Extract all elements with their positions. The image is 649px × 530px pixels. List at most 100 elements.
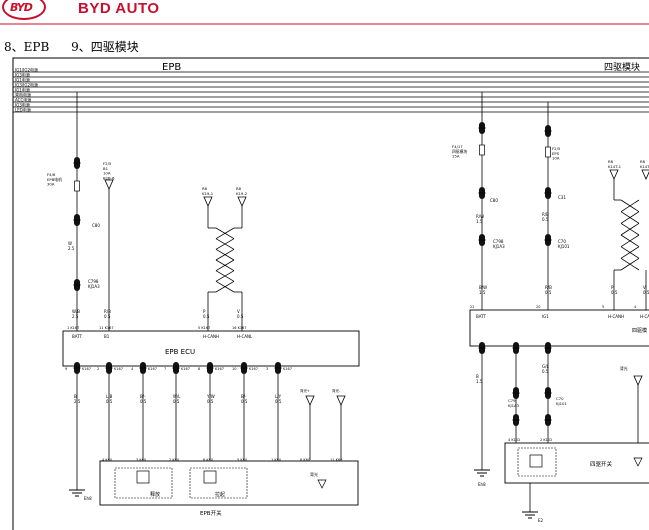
switch-contact-icon <box>203 470 217 484</box>
twist-strand <box>620 234 640 248</box>
power-rail-label: IG3/IG2电源 <box>15 82 38 88</box>
twist-strand <box>215 259 235 272</box>
epb-ecu-title: EPB ECU <box>165 348 195 356</box>
module-pin-name: IG1 <box>542 314 549 319</box>
module-pin-label: 4 <box>634 305 637 309</box>
ecu-pin-label: 11 K167 <box>99 326 114 330</box>
release-switch-group <box>114 467 173 499</box>
module-pin-name: BATT <box>476 314 487 319</box>
ecu-pin-label: K167 <box>283 367 292 371</box>
led-icon <box>633 457 643 467</box>
ground-label: E2 <box>538 518 544 523</box>
switch-pin-label: 1 K60 <box>271 458 281 462</box>
power-rails: IG1/IG2电源IG3电源IG1电源IG3/IG2电源IG1电源常电电源ACC… <box>13 67 649 113</box>
ecu-pin-label: 3 <box>266 367 268 371</box>
awd-module-box <box>469 309 649 347</box>
module-pin-label: 20 <box>536 305 540 309</box>
ecu-pin-label: 16 K167 <box>232 326 247 330</box>
page-header: BYD BYD AUTO <box>0 0 649 22</box>
connector-label: C31 <box>558 195 566 200</box>
wire-label: B/-0.5 <box>140 394 147 404</box>
epb-switch-label: EPB开关 <box>200 509 222 517</box>
can-terminal-icon <box>336 395 346 406</box>
wire-label: B2.5 <box>74 394 81 404</box>
section-item-epb: 8、EPB <box>4 40 50 54</box>
ecu-pin-label: 9 <box>65 367 67 371</box>
release-label: 释放 <box>150 491 160 498</box>
twist-strand <box>215 280 235 293</box>
power-rail-label: LED电源 <box>15 107 31 113</box>
ecu-pin-label: 4 <box>131 367 134 371</box>
switch-pin-label: 6 K60 <box>203 458 213 462</box>
ground-icon <box>522 511 538 519</box>
switch-pin-label: 5 K60 <box>237 458 247 462</box>
ecu-pin-label: K167 <box>114 367 123 371</box>
can-terminal-icon <box>305 395 315 406</box>
diagram-frame <box>12 57 649 530</box>
power-rail-label: IG1电源 <box>15 87 30 93</box>
twist-strand <box>620 246 640 259</box>
can-terminal-icon <box>203 196 213 207</box>
led-icon <box>317 479 327 489</box>
twist-strand <box>215 238 235 250</box>
ground-icon <box>69 489 85 497</box>
power-rail-label: IG1电源 <box>15 77 30 83</box>
ecu-pin-label: 7 <box>164 367 166 371</box>
apply-label: 拉起 <box>215 491 225 498</box>
can-terminal-icon <box>237 196 247 207</box>
awd-switch-box <box>504 442 649 484</box>
can-terminal-icon <box>609 169 619 180</box>
ecu-pin-label: K167 <box>249 367 258 371</box>
section-heading: 8、EPB 9、四驱模块 <box>4 38 157 55</box>
connector-label: C80 <box>490 198 498 203</box>
switch-pin-label: 2 K60 <box>169 458 179 462</box>
twisted-pair-icon <box>215 227 235 293</box>
switch-contact-icon <box>136 470 150 484</box>
awd-panel-title: 四驱模块 <box>604 61 640 73</box>
backlight-label: 背光 <box>620 366 628 371</box>
ground-icon <box>474 469 490 477</box>
ecu-pin-label: 8 <box>198 367 200 371</box>
power-rail-label: 常电电源 <box>15 92 31 98</box>
module-pin-name: H-CA <box>640 314 649 319</box>
ecu-pin-name: B1 <box>104 334 110 339</box>
epb-panel-title: EPB <box>162 62 181 73</box>
apply-switch-group <box>189 467 248 499</box>
backlight-label: 背光- <box>332 388 341 393</box>
twist-strand <box>215 270 235 282</box>
backlight-label: 背光+ <box>300 388 310 393</box>
twisted-pair-icon <box>620 199 640 271</box>
epb-ecu-box <box>62 330 360 367</box>
switch-pin-label: 8 K60 <box>300 458 310 462</box>
awd-switch-group <box>517 447 557 477</box>
twist-strand <box>620 211 640 224</box>
connector-label: C80 <box>92 223 100 228</box>
switch-pin-label: 4 K102 <box>508 438 520 442</box>
switch-pin-label: 2 K102 <box>540 438 552 442</box>
switch-contact-icon <box>529 454 543 468</box>
can-terminal-icon <box>104 179 114 190</box>
twist-strand <box>620 199 640 213</box>
